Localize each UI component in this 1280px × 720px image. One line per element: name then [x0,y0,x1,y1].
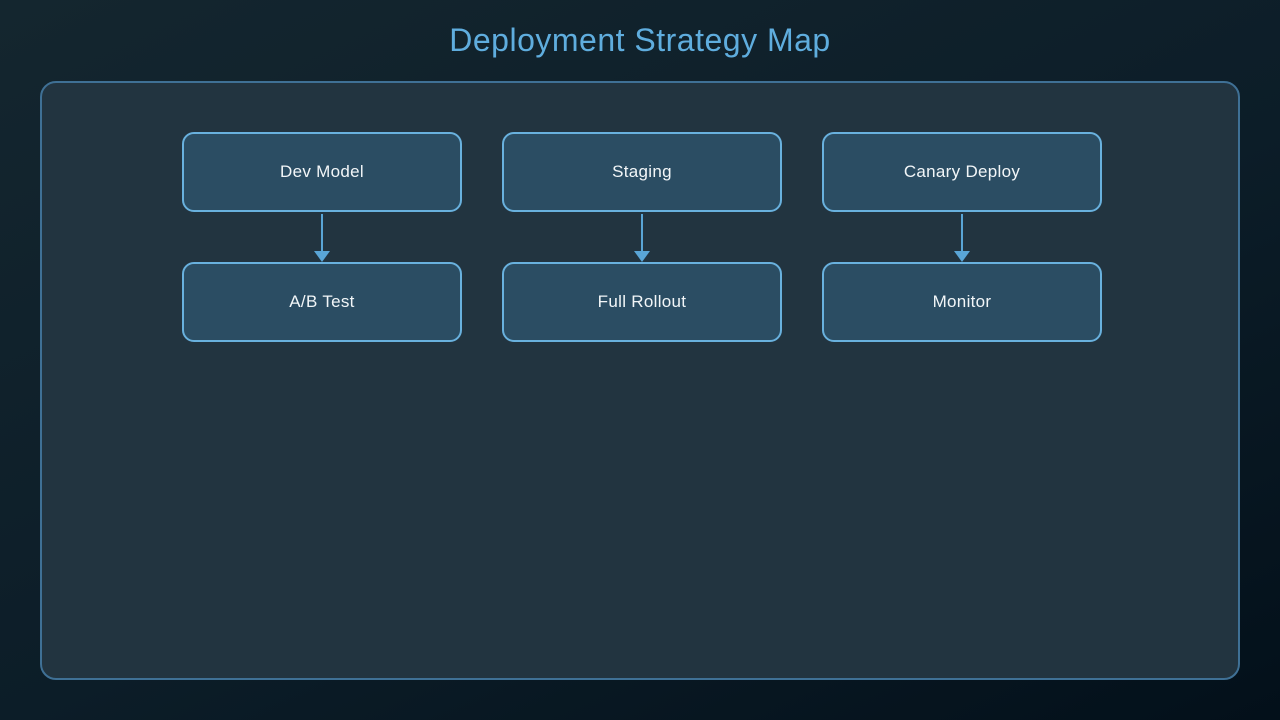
node-staging[interactable]: Staging [502,132,782,212]
arrow-shaft [321,214,323,251]
node-label: Monitor [932,292,992,311]
node-full-rollout[interactable]: Full Rollout [502,262,782,342]
node-label: Staging [612,162,672,181]
arrow-shaft [641,214,643,251]
node-label: Full Rollout [597,292,687,311]
arrow-head-icon [314,251,330,262]
page-title: Deployment Strategy Map [449,22,831,58]
node-label: Dev Model [280,162,364,181]
node-monitor[interactable]: Monitor [822,262,1102,342]
node-ab-test[interactable]: A/B Test [182,262,462,342]
node-label: Canary Deploy [903,162,1021,181]
node-dev-model[interactable]: Dev Model [182,132,462,212]
node-canary-deploy[interactable]: Canary Deploy [822,132,1102,212]
arrow-head-icon [954,251,970,262]
arrow-shaft [961,214,963,251]
arrow-head-icon [634,251,650,262]
arrow-dev-model-to-ab-test [314,214,330,262]
arrow-staging-to-full-rollout [634,214,650,262]
diagram-panel: Dev Model A/B Test Staging Full Rollout … [40,81,1240,680]
arrow-canary-deploy-to-monitor [954,214,970,262]
node-label: A/B Test [289,292,355,311]
